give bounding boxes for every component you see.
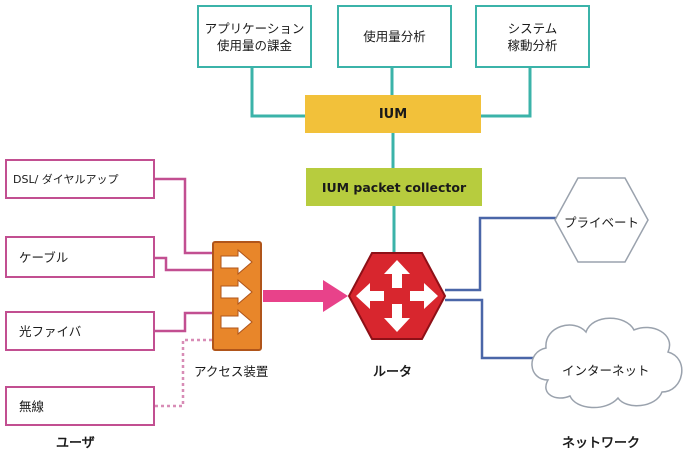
wireless-label: 無線 xyxy=(19,398,45,414)
cable-label: ケーブル xyxy=(19,249,69,265)
router-label: ルータ xyxy=(373,365,413,380)
app-billing-line-2: 使用量の課金 xyxy=(216,37,292,53)
usage-analysis-label: 使用量分析 xyxy=(363,29,426,44)
internet-cloud-shape xyxy=(531,317,683,409)
line-system-to-ium xyxy=(481,68,532,118)
ium-packet-collector-box: IUM packet collector xyxy=(306,168,482,206)
line-router-to-private xyxy=(445,216,562,292)
router-icon xyxy=(347,252,447,340)
dsl-dialup-box: DSL/ ダイヤルアップ xyxy=(5,159,155,199)
line-wireless-to-access xyxy=(155,338,213,408)
app-billing-line-1: アプリケーション xyxy=(204,20,305,36)
system-analysis-box: システム 稼動分析 xyxy=(475,5,590,68)
traffic-arrow-icon xyxy=(263,280,348,312)
dsl-dialup-label: DSL/ ダイヤルアップ xyxy=(13,172,119,186)
line-router-to-internet xyxy=(445,298,533,360)
users-footer-label: ユーザ xyxy=(56,436,95,451)
app-billing-box: アプリケーション 使用量の課金 xyxy=(197,5,312,68)
system-analysis-line-2: 稼動分析 xyxy=(507,37,558,53)
private-network-label: プライベート xyxy=(564,215,640,230)
system-analysis-line-1: システム xyxy=(507,20,558,36)
ium-box: IUM xyxy=(305,95,481,133)
private-network-shape xyxy=(554,177,649,263)
line-dsl-to-access xyxy=(155,177,213,255)
network-footer-label: ネットワーク xyxy=(562,436,641,451)
cable-box: ケーブル xyxy=(5,236,155,278)
internet-label: インターネット xyxy=(562,363,650,378)
usage-analysis-box: 使用量分析 xyxy=(337,5,452,68)
wireless-box: 無線 xyxy=(5,386,155,426)
line-fiber-to-access xyxy=(155,311,213,333)
fiber-label: 光ファイバ xyxy=(19,323,82,339)
access-device-icon xyxy=(212,241,262,351)
line-app-to-ium xyxy=(250,68,305,118)
access-device-label: アクセス装置 xyxy=(194,364,269,379)
line-cable-to-access xyxy=(155,256,213,272)
fiber-box: 光ファイバ xyxy=(5,311,155,351)
